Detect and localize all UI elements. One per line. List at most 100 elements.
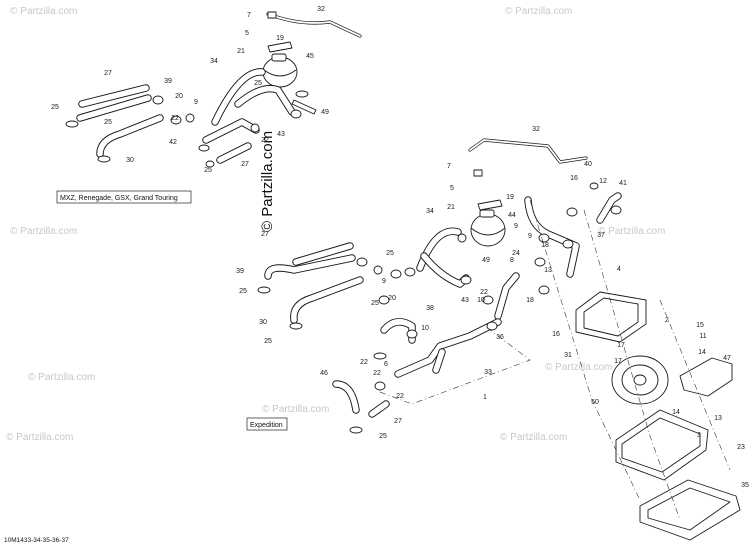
bracket-47 <box>679 357 733 397</box>
clamp <box>356 257 368 267</box>
part-callout: 7 <box>447 163 451 170</box>
part-callout: 39 <box>236 268 244 275</box>
part-callout: 17 <box>617 342 625 349</box>
part-callout: 25 <box>264 338 272 345</box>
fitting-7 <box>267 11 277 19</box>
part-callout: 35 <box>741 482 749 489</box>
clamp <box>170 115 182 125</box>
model-label-bottom: Expedition <box>250 422 283 429</box>
clamp <box>349 426 363 434</box>
clamp <box>295 90 309 98</box>
part-callout: 15 <box>696 322 704 329</box>
part-callout: 25 <box>379 433 387 440</box>
reservoir-cap <box>271 53 287 62</box>
part-callout: 27 <box>261 231 269 238</box>
cap-19-main <box>477 199 503 211</box>
clamp <box>198 144 210 152</box>
clamp <box>152 95 164 105</box>
part-callout: 25 <box>254 80 262 87</box>
watermark-text: © Partzilla.com <box>500 432 567 443</box>
part-callout: 22 <box>373 370 381 377</box>
reservoir-cap-main <box>479 209 495 218</box>
part-callout: 46 <box>320 370 328 377</box>
top-assembly <box>65 11 362 168</box>
part-callout: 19 <box>506 194 514 201</box>
part-callout: 30 <box>126 157 134 164</box>
part-callout: 14 <box>672 409 680 416</box>
clamp <box>185 113 195 123</box>
clamp <box>562 239 574 249</box>
clamp <box>406 329 418 339</box>
part-callout: 10 <box>421 325 429 332</box>
part-callout: 25 <box>386 250 394 257</box>
part-callout: 23 <box>737 444 745 451</box>
part-callout: 44 <box>508 212 516 219</box>
clamp <box>538 285 550 295</box>
part-callout: 50 <box>591 399 599 406</box>
part-callout: 22 <box>171 115 179 122</box>
part-callout: 25 <box>239 288 247 295</box>
watermark-text: © Partzilla.com <box>28 372 95 383</box>
part-callout: 43 <box>277 131 285 138</box>
clamp <box>482 295 494 305</box>
watermark-text: © Partzilla.com <box>505 6 572 17</box>
clamp <box>205 160 215 168</box>
clamp <box>610 205 622 215</box>
part-callout: 4 <box>617 266 621 273</box>
model-box-bottom <box>246 417 288 431</box>
part-callout: 36 <box>496 334 504 341</box>
model-label-top: MXZ, Renegade, GSX, Grand Touring <box>60 195 178 202</box>
clamp <box>97 155 111 163</box>
cap-19 <box>267 41 293 53</box>
part-callout: 11 <box>699 333 706 340</box>
part-callout: 13 <box>714 415 722 422</box>
part-callout: 19 <box>276 35 284 42</box>
main-assembly <box>257 138 741 541</box>
part-callout: 32 <box>532 126 540 133</box>
clip-49 <box>291 99 317 115</box>
part-callout: 40 <box>584 161 592 168</box>
clamp <box>404 267 416 277</box>
clamp <box>373 352 387 360</box>
part-callout: 2 <box>665 317 669 324</box>
clamp <box>374 381 386 391</box>
clamp <box>486 321 498 331</box>
part-callout: 20 <box>388 295 396 302</box>
part-callout: 33 <box>484 369 492 376</box>
part-callout: 20 <box>175 93 183 100</box>
part-callout: 22 <box>396 393 404 400</box>
part-callout: 49 <box>321 109 329 116</box>
part-callout: 9 <box>382 278 386 285</box>
part-callout: 38 <box>426 305 434 312</box>
clamp <box>457 233 467 243</box>
part-callout: 37 <box>597 232 605 239</box>
part-callout: 16 <box>552 331 560 338</box>
part-callout: 27 <box>394 418 402 425</box>
part-callout: 25 <box>204 167 212 174</box>
watermark-text: © Partzilla.com <box>10 226 77 237</box>
clamp <box>538 233 550 243</box>
part-callout: 9 <box>514 223 518 230</box>
clamp <box>257 286 271 294</box>
part-callout: 22 <box>261 137 269 144</box>
part-callout: 34 <box>210 58 218 65</box>
part-callout: 17 <box>614 358 622 365</box>
part-callout: 14 <box>698 349 706 356</box>
figure-reference: 10M1433-34-35-36-37 <box>4 537 69 544</box>
part-callout: 31 <box>564 352 572 359</box>
clamp <box>390 269 402 279</box>
clamp <box>290 109 302 119</box>
part-callout: 7 <box>247 12 251 19</box>
clamp <box>373 265 383 275</box>
model-box-top <box>56 190 192 204</box>
part-callout: 21 <box>447 204 455 211</box>
part-callout: 10 <box>477 297 485 304</box>
part-callout: 39 <box>164 78 172 85</box>
part-callout: 3 <box>697 432 701 439</box>
part-callout: 25 <box>104 119 112 126</box>
part-callout: 25 <box>51 104 59 111</box>
part-callout: 22 <box>480 289 488 296</box>
part-callout: 22 <box>360 359 368 366</box>
